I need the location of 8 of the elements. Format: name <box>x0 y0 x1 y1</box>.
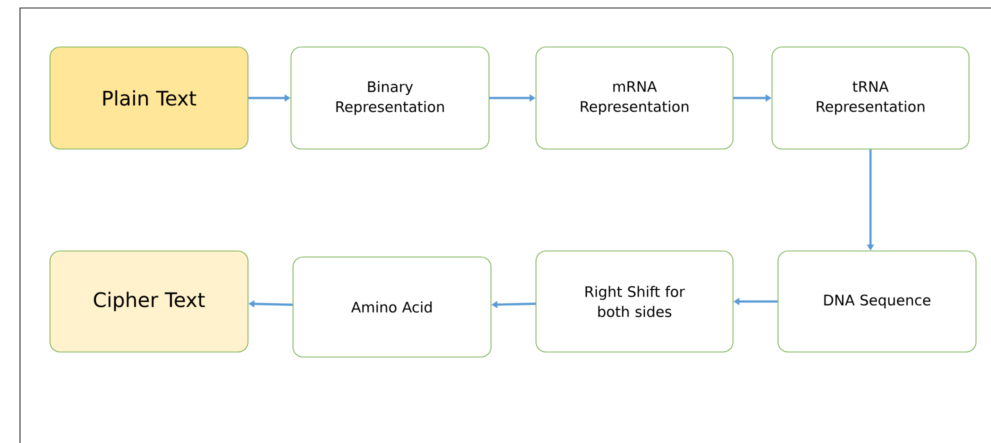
process-box: tRNA Representation <box>772 46 970 150</box>
process-box: Binary Representation <box>290 46 490 150</box>
process-box: Right Shift for both sides <box>536 250 734 352</box>
process-box: Amino Acid <box>292 256 492 358</box>
process-box: Plain Text <box>50 46 248 150</box>
process-box: mRNA Representation <box>536 46 734 150</box>
process-box: DNA Sequence <box>778 250 976 352</box>
process-box: Cipher Text <box>50 250 248 352</box>
